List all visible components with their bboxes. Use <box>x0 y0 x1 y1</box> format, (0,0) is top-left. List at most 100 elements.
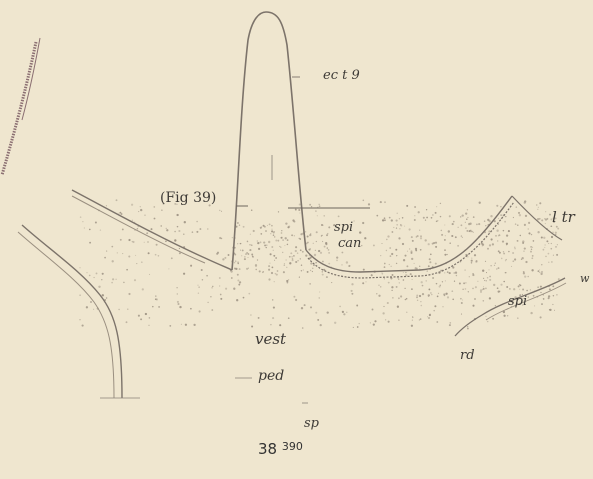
stipple-dot <box>425 239 427 241</box>
stipple-dot <box>371 274 373 276</box>
stipple-dot <box>304 304 306 306</box>
stipple-dot <box>506 234 508 236</box>
stipple-dot <box>477 281 478 282</box>
stipple-dot <box>300 249 302 251</box>
stipple-dot <box>435 242 437 244</box>
stipple-dot <box>303 269 304 270</box>
stipple-dot <box>86 306 88 308</box>
stipple-dot <box>487 321 489 323</box>
stipple-dot <box>469 276 470 277</box>
stipple-dot <box>389 247 391 249</box>
stipple-dot <box>416 294 418 296</box>
stipple-dot <box>271 230 273 232</box>
stipple-dot <box>266 244 268 246</box>
stipple-dot <box>414 219 416 221</box>
stipple-dot <box>297 252 299 254</box>
stipple-dot <box>396 263 397 264</box>
stipple-dot <box>468 230 470 232</box>
stipple-dot <box>483 288 485 290</box>
stipple-dot <box>398 297 400 299</box>
stipple-dot <box>467 328 469 330</box>
stipple-dot <box>232 237 233 238</box>
stipple-dot <box>549 309 550 310</box>
stipple-dot <box>225 288 227 290</box>
stipple-dot <box>503 230 505 232</box>
stipple-dot <box>444 224 445 225</box>
stipple-dot <box>271 229 272 230</box>
stipple-dot <box>307 236 309 238</box>
stipple-dot <box>458 227 459 228</box>
left-edge-structure <box>2 42 36 175</box>
stipple-dot <box>318 250 319 251</box>
stipple-dot <box>390 255 392 257</box>
stipple-dot <box>431 217 433 219</box>
stipple-dot <box>384 201 386 203</box>
stipple-dot <box>549 214 551 216</box>
stipple-dot <box>322 274 324 276</box>
stipple-dot <box>451 290 453 292</box>
stipple-dot <box>489 276 491 278</box>
stipple-dot <box>220 298 222 300</box>
stipple-dot <box>391 286 393 288</box>
stipple-dot <box>299 212 300 213</box>
stipple-dot <box>353 327 354 328</box>
stipple-dot <box>531 234 532 235</box>
stipple-dot <box>277 270 279 272</box>
stipple-dot <box>301 307 303 309</box>
stipple-dot <box>177 303 179 305</box>
stipple-dot <box>201 269 203 271</box>
stipple-dot <box>373 244 375 246</box>
stipple-dot <box>251 244 253 246</box>
stipple-dot <box>268 278 270 280</box>
stipple-dot <box>269 223 271 225</box>
stipple-dot <box>435 212 437 214</box>
stipple-dot <box>426 217 428 219</box>
stipple-dot <box>324 215 325 216</box>
stipple-dot <box>520 235 521 236</box>
stipple-dot <box>430 292 431 293</box>
stipple-dot <box>316 241 317 242</box>
stipple-dot <box>161 225 162 226</box>
stipple-dot <box>237 261 239 263</box>
stipple-dot <box>153 206 155 208</box>
stipple-dot <box>185 324 187 326</box>
stipple-dot <box>295 209 297 211</box>
stipple-dot <box>272 267 274 269</box>
stipple-dot <box>436 283 438 285</box>
stipple-dot <box>500 214 501 215</box>
stipple-dot <box>555 246 557 248</box>
stipple-dot <box>211 287 213 289</box>
stipple-dot <box>286 267 287 268</box>
stipple-dot <box>471 260 473 262</box>
stipple-dot <box>245 253 247 255</box>
stipple-dot <box>123 282 125 284</box>
stipple-dot <box>152 306 154 308</box>
stipple-dot <box>429 261 431 263</box>
stipple-dot <box>508 251 510 253</box>
stipple-dot <box>320 252 322 254</box>
stipple-dot <box>452 298 454 300</box>
stipple-dot <box>315 250 316 251</box>
stipple-dot <box>485 316 486 317</box>
stipple-dot <box>409 248 410 249</box>
stipple-dot <box>467 326 468 327</box>
stipple-dot <box>295 261 297 263</box>
stipple-dot <box>518 212 520 214</box>
stipple-dot <box>161 210 162 211</box>
stipple-dot <box>348 265 350 267</box>
stipple-dot <box>273 250 274 251</box>
stipple-dot <box>517 317 519 319</box>
stipple-dot <box>280 246 281 247</box>
label-vest: vest <box>255 330 286 348</box>
stipple-dot <box>487 277 489 279</box>
stipple-dot <box>473 232 474 233</box>
stipple-dot <box>537 270 539 272</box>
stipple-dot <box>219 277 221 279</box>
stipple-dot <box>494 265 495 266</box>
stipple-dot <box>244 258 246 260</box>
stipple-dot <box>317 215 318 216</box>
stipple-dot <box>425 220 426 221</box>
stipple-dot <box>475 286 477 288</box>
stipple-dot <box>432 214 433 215</box>
stipple-dot <box>426 280 427 281</box>
